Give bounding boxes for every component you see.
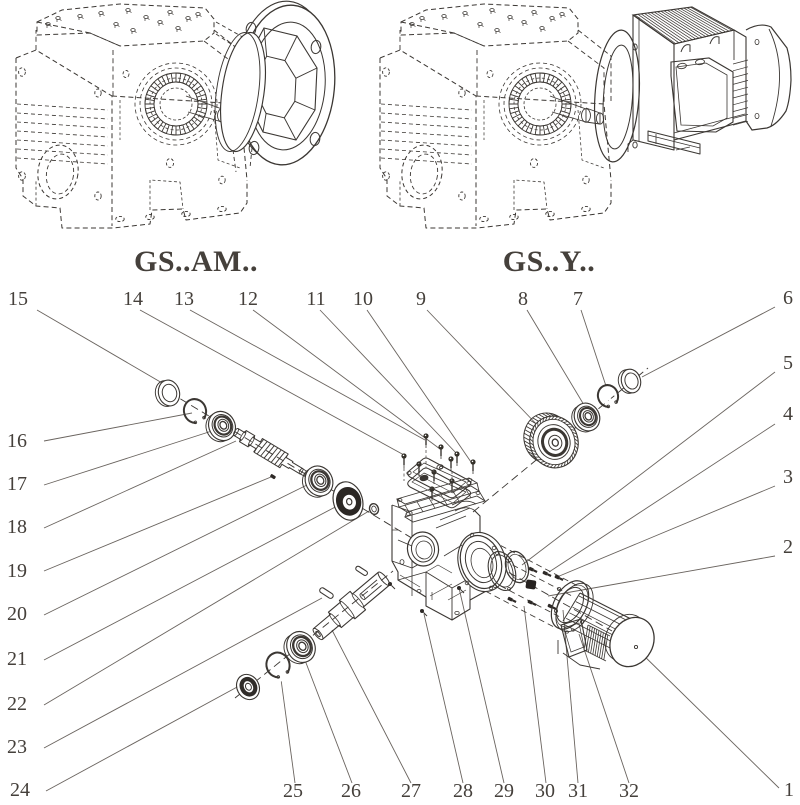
svg-text:17: 17 — [7, 473, 27, 495]
svg-text:11: 11 — [306, 288, 325, 310]
svg-text:23: 23 — [7, 736, 27, 758]
svg-text:5: 5 — [783, 352, 793, 374]
svg-text:27: 27 — [401, 780, 421, 800]
svg-text:16: 16 — [7, 430, 27, 452]
svg-text:30: 30 — [535, 780, 555, 800]
svg-text:13: 13 — [174, 288, 194, 310]
svg-text:GS..AM..: GS..AM.. — [134, 245, 258, 278]
svg-text:9: 9 — [416, 288, 426, 310]
svg-text:14: 14 — [123, 288, 143, 310]
svg-text:28: 28 — [453, 780, 473, 800]
svg-text:22: 22 — [7, 693, 27, 715]
svg-text:15: 15 — [8, 288, 28, 310]
svg-text:GS..Y..: GS..Y.. — [503, 245, 595, 278]
svg-text:24: 24 — [10, 779, 30, 800]
svg-text:19: 19 — [7, 560, 27, 582]
svg-text:31: 31 — [568, 780, 588, 800]
svg-text:18: 18 — [7, 516, 27, 538]
svg-text:6: 6 — [783, 287, 793, 309]
svg-text:10: 10 — [353, 288, 373, 310]
svg-text:2: 2 — [783, 536, 793, 558]
svg-text:29: 29 — [494, 780, 514, 800]
svg-text:8: 8 — [518, 288, 528, 310]
svg-text:3: 3 — [783, 466, 793, 488]
svg-text:1: 1 — [784, 779, 794, 800]
svg-text:26: 26 — [341, 780, 361, 800]
svg-text:25: 25 — [283, 780, 303, 800]
svg-text:32: 32 — [619, 780, 639, 800]
svg-text:12: 12 — [238, 288, 258, 310]
svg-text:20: 20 — [7, 603, 27, 625]
svg-text:4: 4 — [783, 403, 793, 425]
svg-text:7: 7 — [573, 288, 583, 310]
svg-text:21: 21 — [7, 648, 27, 670]
